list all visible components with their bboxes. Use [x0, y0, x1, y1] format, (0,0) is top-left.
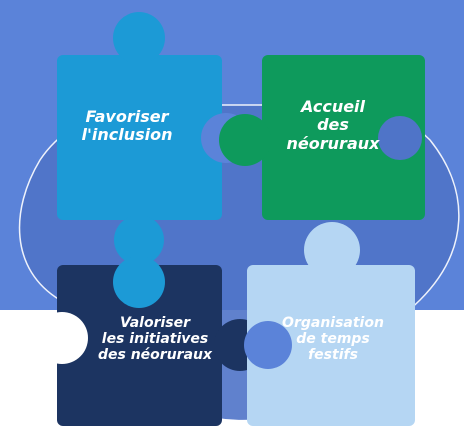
- piece-label-favoriser: Favoriser l'inclusion: [81, 107, 173, 145]
- piece-favoriser-inclusion: [57, 12, 251, 265]
- piece-label-valoriser: Valoriser les initiatives des néoruraux: [97, 315, 213, 364]
- piece-valoriser-initiatives: [36, 256, 266, 426]
- piece-organisation-temps-festifs: [244, 222, 415, 426]
- piece-label-organisation: Organisation de temps festifs: [282, 315, 384, 364]
- piece-label-accueil: Accueil des néoruraux: [286, 97, 380, 153]
- piece-accueil-neoruraux: [219, 55, 425, 220]
